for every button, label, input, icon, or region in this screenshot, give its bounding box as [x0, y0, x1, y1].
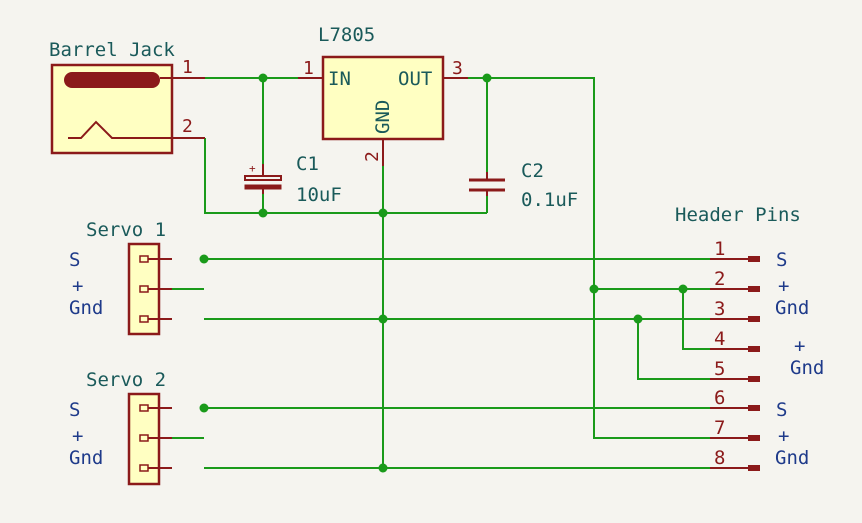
- servo1-pin-socket: [139, 285, 149, 293]
- regulator-ref: L7805: [318, 24, 375, 46]
- junction: [589, 284, 599, 294]
- servo2-signal-label: S: [69, 399, 80, 421]
- servo2-plus-label: +: [72, 425, 83, 447]
- junction: [378, 314, 388, 324]
- header-signal-label: +: [794, 335, 805, 357]
- junction: [258, 208, 268, 218]
- header-signal-label: S: [776, 249, 787, 271]
- servo1-pin-socket: [139, 255, 149, 263]
- barrel-jack-pin2-number: 2: [182, 116, 193, 137]
- servo2-pin-socket: [139, 464, 149, 472]
- junction: [199, 254, 209, 264]
- capacitor-c2: C2 0.1uF: [469, 160, 578, 211]
- barrel-jack: Barrel Jack 1 2: [49, 39, 205, 155]
- capacitor-c1: + C1 10uF: [244, 153, 342, 206]
- header-pin-number: 1: [714, 238, 725, 260]
- servo2-pins: [139, 404, 172, 472]
- header-pin-number: 5: [714, 358, 725, 380]
- regulator-gnd-label: GND: [372, 100, 394, 134]
- header-pin-tip: [748, 376, 760, 382]
- servo2-gnd-label: Gnd: [69, 447, 103, 469]
- servo2-ref: Servo 2: [86, 369, 166, 391]
- header-pin-tip: [748, 346, 760, 352]
- header-pin-tip: [748, 286, 760, 292]
- header-signal-label: Gnd: [775, 447, 809, 469]
- junction: [378, 463, 388, 473]
- servo1-ref: Servo 1: [86, 219, 166, 241]
- junction: [678, 284, 688, 294]
- c1-ref: C1: [296, 153, 319, 175]
- regulator: L7805 1 IN OUT 3 GND 2: [298, 24, 468, 166]
- c1-plate-top: [244, 175, 282, 181]
- wire-gnd-bus: [204, 138, 487, 214]
- servo2-pin-socket: [139, 434, 149, 442]
- header-pin-stubs: [710, 256, 760, 471]
- junction: [258, 73, 268, 83]
- header-pin-number: 7: [714, 417, 725, 439]
- barrel-jack-ref: Barrel Jack: [49, 39, 175, 61]
- regulator-pin2-number: 2: [362, 151, 383, 162]
- c1-plate-bottom: [244, 184, 282, 190]
- c1-polarity-mark: +: [249, 162, 256, 175]
- servo-1: Servo 1 S + Gnd: [69, 219, 172, 336]
- header-pin-number: 8: [714, 447, 725, 469]
- header-pin-numbers: 1 2 3 4 5 6 7 8: [714, 238, 725, 469]
- header-signal-label: Gnd: [775, 297, 809, 319]
- junction: [199, 403, 209, 413]
- header-pin-number: 2: [714, 268, 725, 290]
- header-pin-number: 3: [714, 298, 725, 320]
- c1-value: 10uF: [296, 184, 342, 206]
- header-pin-tip: [748, 465, 760, 471]
- c2-ref: C2: [521, 160, 544, 182]
- regulator-in-label: IN: [328, 68, 351, 90]
- barrel-jack-pin1-number: 1: [182, 57, 193, 78]
- junction: [378, 208, 388, 218]
- header-signal-label: +: [778, 275, 789, 297]
- header-pin-number: 4: [714, 328, 725, 350]
- junction: [633, 314, 643, 324]
- c2-value: 0.1uF: [521, 189, 578, 211]
- servo-2: Servo 2 S + Gnd: [69, 369, 172, 486]
- header-pin-tip: [748, 256, 760, 262]
- wire-header-5: [637, 319, 745, 380]
- servo1-gnd-label: Gnd: [69, 297, 103, 319]
- header-signal-label: +: [778, 425, 789, 447]
- regulator-pin3-number: 3: [452, 58, 463, 79]
- header-ref: Header Pins: [675, 204, 801, 226]
- header-pins: Header Pins 1 2 3 4 5 6 7: [675, 204, 824, 471]
- header-signal-label: Gnd: [790, 357, 824, 379]
- regulator-out-label: OUT: [398, 68, 432, 90]
- servo1-pin-socket: [139, 315, 149, 323]
- header-pin-tip: [748, 435, 760, 441]
- junction: [482, 73, 492, 83]
- junctions: [199, 73, 688, 473]
- servo1-signal-label: S: [69, 249, 80, 271]
- wires: [170, 77, 745, 469]
- header-pin-number: 6: [714, 387, 725, 409]
- header-pin-tip: [748, 405, 760, 411]
- barrel-jack-plug-icon: [64, 72, 160, 88]
- servo1-plus-label: +: [72, 275, 83, 297]
- servo1-pins: [139, 255, 172, 323]
- header-signal-label: S: [776, 399, 787, 421]
- header-signal-labels: S + Gnd + Gnd S + Gnd: [775, 249, 824, 469]
- header-pin-tip: [748, 316, 760, 322]
- regulator-pin1-number: 1: [303, 58, 314, 79]
- barrel-jack-sleeve-icon: [68, 120, 172, 139]
- servo2-pin-socket: [139, 404, 149, 412]
